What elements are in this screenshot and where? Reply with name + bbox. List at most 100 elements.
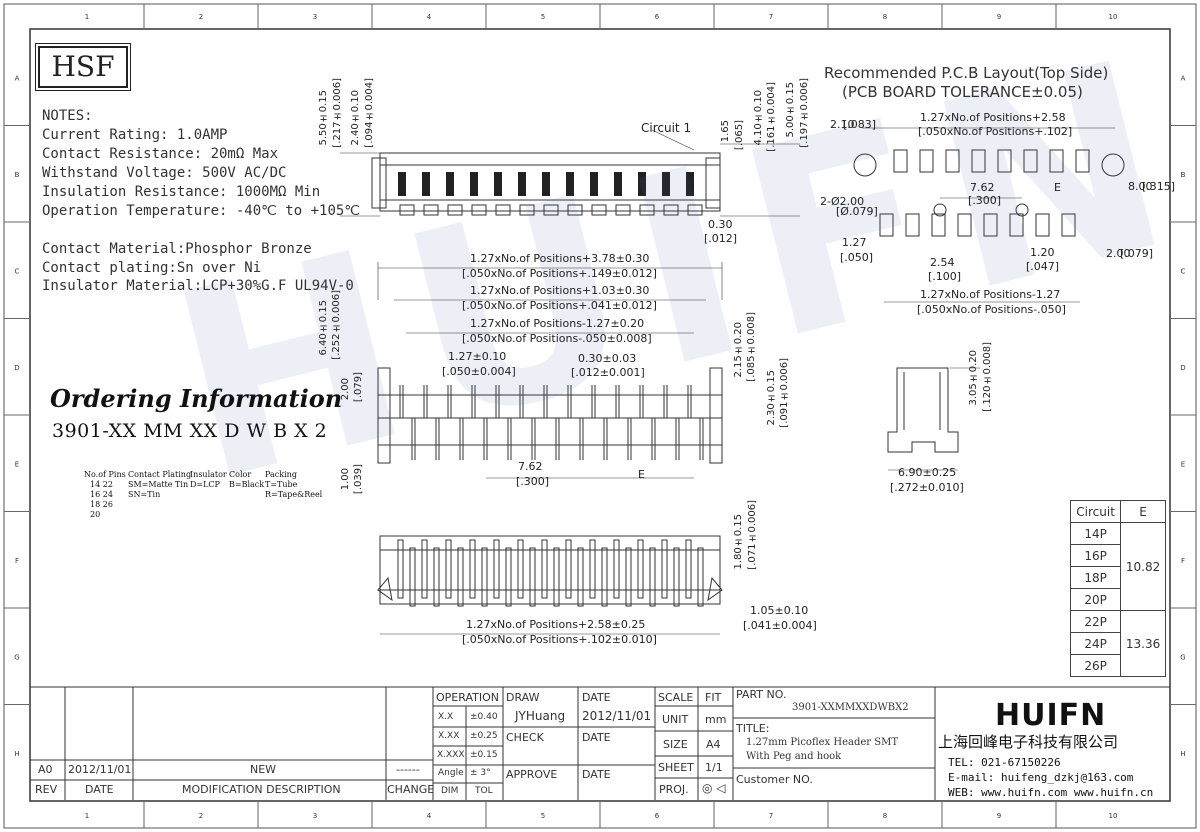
operation-label: OPERATION (436, 691, 499, 704)
side-slot (566, 172, 574, 196)
pcb-pad (983, 213, 998, 237)
pcb-dim-e: E (1054, 181, 1061, 194)
check-date-label: DATE (582, 731, 611, 744)
size-label: SIZE (663, 738, 688, 751)
grid-col-label: 2 (199, 812, 203, 820)
side-slot (590, 172, 598, 196)
pcb-dim-9: 2.00 (1106, 247, 1131, 260)
end-dim-2-inch: [.272±0.010] (890, 481, 964, 494)
rev-date-value: 2012/11/01 (68, 763, 132, 776)
bottom-pin (661, 539, 668, 599)
side-foot (519, 204, 535, 216)
pcb-dim-2: 2.10 (830, 118, 855, 131)
side-slot (470, 172, 478, 196)
grid-row-label: G (14, 653, 19, 661)
side-slot (614, 172, 622, 196)
title-line-2: With Peg and hook (746, 751, 842, 762)
note-line: Insulation Resistance: 1000MΩ Min (42, 184, 321, 200)
grid-col-label: 3 (313, 13, 317, 21)
plating-row: SM=Matte Tin (128, 480, 189, 489)
pins-label: No.of Pins (84, 470, 126, 479)
approve-label: APPROVE (506, 768, 558, 781)
title-line-1: 1.27mm Picoflex Header SMT (746, 737, 899, 748)
side-dim-6-inch: [.012] (704, 232, 738, 245)
rev-desc-value: NEW (250, 763, 277, 776)
materials-block: Contact Material:Phosphor Bronze Contact… (42, 240, 354, 296)
bottom-view-drawing (377, 535, 723, 635)
pcb-pad (945, 149, 960, 173)
rev-value: A0 (38, 763, 53, 776)
draw-label: DRAW (506, 691, 540, 704)
grid-col-label: 5 (541, 812, 545, 820)
pcb-dim-1: 1.27xNo.of Positions+2.58 (920, 111, 1066, 124)
side-foot (591, 204, 607, 216)
top-dim-11: 7.62 (518, 460, 543, 473)
pcb-pad (997, 149, 1012, 173)
grid-col-label: 6 (655, 13, 660, 21)
bottom-pin (469, 539, 476, 599)
pcb-pad (1035, 213, 1050, 237)
side-dim-6: 0.30 (708, 218, 733, 231)
bottom-pin (553, 547, 560, 607)
pcb-dim-5-inch: [Ø.079] (836, 205, 878, 218)
side-foot (687, 204, 703, 216)
projection-icon: ◎ ◁ (702, 781, 726, 795)
grid-col-label: 1 (85, 13, 89, 21)
date-header: DATE (85, 783, 114, 796)
material-line: Insulator Material:LCP+30%G.F UL94V-0 (42, 278, 354, 294)
circuit-cell: 20P (1069, 588, 1122, 611)
ordering-insulator: Insulator D=LCP (190, 470, 227, 490)
pcb-dim-2-inch: [.083] (843, 118, 877, 131)
top-view-drawing (377, 262, 723, 479)
material-line: Contact Material:Phosphor Bronze (42, 241, 312, 257)
top-dim-10-inch: [.039] (353, 464, 364, 495)
side-foot (471, 204, 487, 216)
grid-col-label: 7 (769, 13, 773, 21)
grid-col-label: 7 (769, 812, 773, 820)
side-foot (663, 204, 679, 216)
company-email: E-mail: huifeng_dzkj@163.com (948, 771, 1134, 784)
circuit-cell: 26P (1069, 654, 1122, 677)
check-label: CHECK (506, 731, 544, 744)
packing-row: T=Tube (265, 480, 298, 489)
e-group-2: 13.36 (1120, 610, 1166, 677)
material-line: Contact plating:Sn over Ni (42, 259, 262, 276)
top-dim-7: 2.00 (340, 378, 351, 401)
circuit-cell: 22P (1069, 610, 1122, 633)
grid-row-label: H (1180, 750, 1185, 758)
side-dim-5-inch: [.197±0.006] (799, 78, 810, 148)
pcb-dim-8-inch: [.047] (1026, 260, 1060, 273)
tol-label: TOL (475, 786, 493, 796)
pcb-dim-10: 1.27xNo.of Positions-1.27 (920, 288, 1061, 301)
bottom-dim-3: 1.27xNo.of Positions+2.58±0.25 (466, 618, 646, 631)
pcb-pad (1009, 213, 1024, 237)
side-slot (422, 172, 430, 196)
pcb-title: Recommended P.C.B Layout(Top Side) (824, 64, 1109, 82)
insulator-row: D=LCP (190, 480, 220, 489)
proj-label: PROJ. (659, 783, 689, 796)
pcb-pad (1061, 213, 1076, 237)
bottom-pin (421, 539, 428, 599)
top-dim-10: 1.00 (340, 468, 351, 491)
grid-col-label: 4 (427, 812, 432, 820)
pins-row: 14 22 (90, 480, 113, 489)
pcb-dim-9-inch: [.079] (1120, 247, 1154, 260)
grid-col-label: 6 (655, 812, 660, 820)
bottom-dim-1: 1.80±0.15 (733, 514, 744, 570)
top-dim-3: 1.27xNo.of Positions-1.27±0.20 (470, 317, 645, 330)
pcb-layout-drawing (853, 127, 1125, 303)
sheet-value: 1/1 (705, 761, 723, 774)
top-dim-4-inch: [.050±0.004] (442, 365, 516, 378)
grid-row-label: D (1180, 364, 1185, 372)
bottom-pin (685, 539, 692, 599)
bottom-pin (589, 539, 596, 599)
side-foot (423, 204, 439, 216)
side-slot (398, 172, 406, 196)
scale-label: SCALE (658, 691, 694, 704)
bottom-pin (565, 539, 572, 599)
ordering-title: Ordering Information (50, 384, 343, 413)
side-dim-4: 4.10±0.10 (753, 90, 764, 146)
grid-row-label: F (1181, 557, 1185, 565)
grid-col-label: 2 (199, 13, 203, 21)
